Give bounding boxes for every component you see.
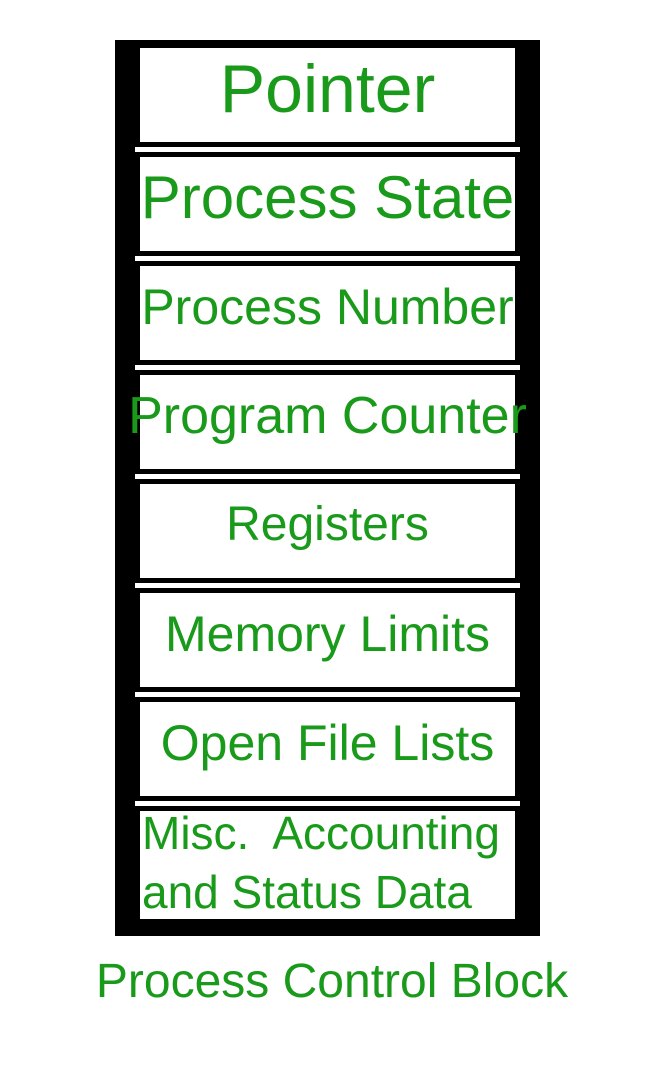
pcb-cell-label: Process Number [141, 279, 514, 335]
pcb-cell-program-counter: Program Counter [128, 370, 527, 474]
pcb-cell-registers: Registers [135, 479, 520, 583]
pcb-cell-label: Misc. Accounting and Status Data [142, 807, 500, 918]
pcb-cell-process-number: Process Number [135, 261, 520, 365]
pcb-cell-misc-accounting: Misc. Accounting and Status Data [135, 806, 520, 924]
pcb-cell-label: Open File Lists [160, 715, 495, 771]
pcb-cell-open-file-lists: Open File Lists [135, 697, 520, 801]
pcb-diagram: Pointer Process State Process Number Pro… [115, 40, 540, 936]
diagram-caption: Process Control Block [95, 955, 569, 1008]
pcb-cell-label: Memory Limits [164, 606, 491, 662]
pcb-cell-memory-limits: Memory Limits [135, 588, 520, 692]
pcb-cell-pointer: Pointer [135, 43, 520, 147]
pcb-cell-process-state: Process State [135, 152, 520, 256]
pcb-cell-label: Process State [140, 164, 515, 231]
pcb-cell-label: Pointer [219, 51, 436, 127]
pcb-cell-label: Program Counter [128, 387, 527, 445]
pcb-cell-label: Registers [226, 498, 429, 551]
